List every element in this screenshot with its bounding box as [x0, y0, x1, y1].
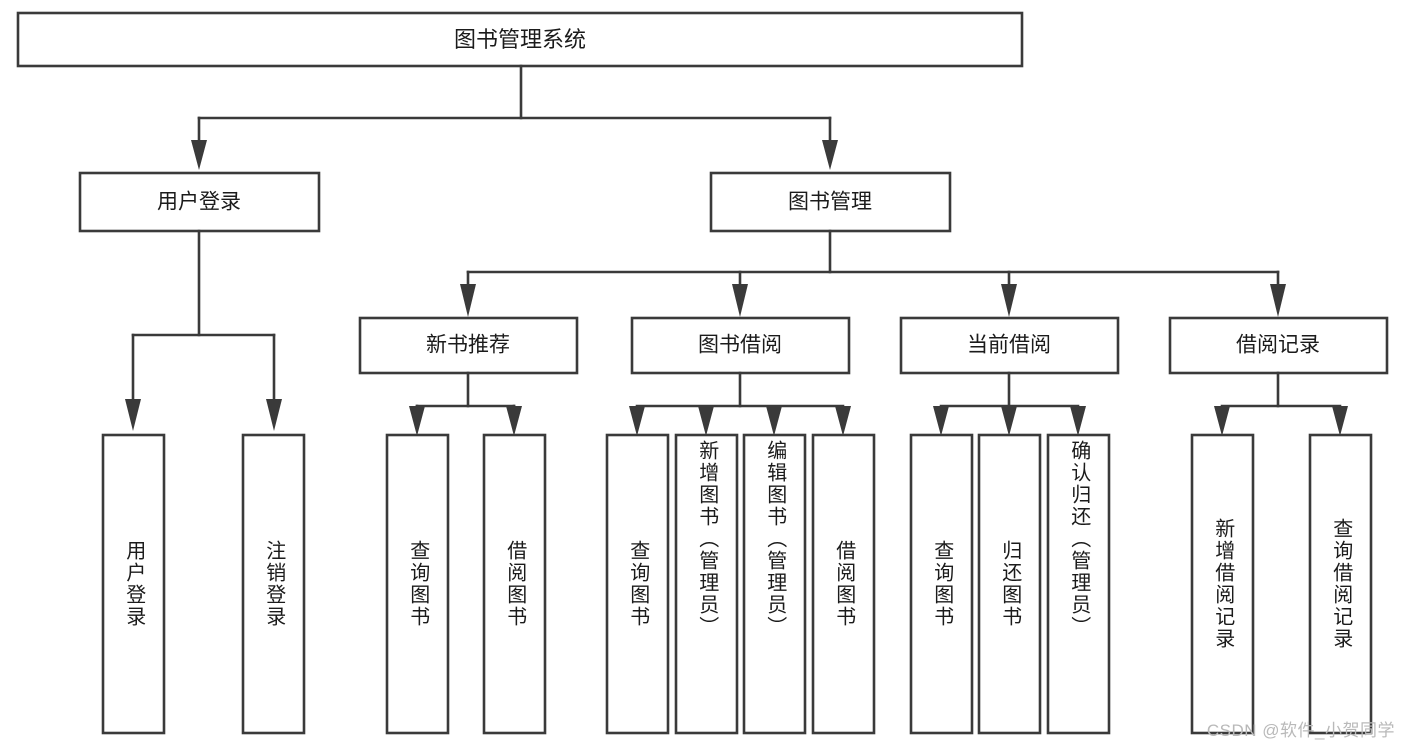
- arrow-to-book-management: [822, 140, 838, 170]
- arrow-to-borrow-record: [1270, 284, 1286, 317]
- arrow-to-leaf-logout: [266, 399, 282, 431]
- arrow-to-leaf-query-book-3: [933, 406, 949, 436]
- leaf-box-edit-book[interactable]: [742, 433, 807, 735]
- leaf-box-query-book-2[interactable]: [605, 433, 670, 735]
- node-user-login[interactable]: 用户登录: [78, 171, 321, 233]
- leaf-box-add-book[interactable]: [674, 433, 739, 735]
- arrow-to-leaf-borrow-book-1: [506, 406, 522, 436]
- node-new-book-recommend[interactable]: 新书推荐: [358, 316, 579, 375]
- node-current-borrow-label: 当前借阅: [967, 334, 1051, 357]
- arrow-to-leaf-query-book-2: [629, 406, 645, 436]
- node-root-box[interactable]: [16, 11, 1024, 68]
- node-new-book-recommend-box[interactable]: [358, 316, 579, 375]
- arrow-to-leaf-confirm-return: [1070, 406, 1086, 436]
- arrow-to-leaf-query-record: [1332, 406, 1348, 436]
- leaf-box-query-record[interactable]: [1308, 433, 1373, 735]
- arrow-to-leaf-user-login: [125, 399, 141, 431]
- arrow-to-leaf-add-book: [698, 406, 714, 436]
- leaf-box-borrow-book-2[interactable]: [811, 433, 876, 735]
- arrow-to-new-book-recommend: [460, 284, 476, 317]
- node-current-borrow[interactable]: 当前借阅: [899, 316, 1120, 375]
- node-borrow-record[interactable]: 借阅记录: [1168, 316, 1389, 375]
- arrow-to-book-borrow: [732, 284, 748, 317]
- leaf-box-query-book-1[interactable]: [385, 433, 450, 735]
- node-book-management[interactable]: 图书管理: [709, 171, 952, 233]
- arrow-to-leaf-edit-book: [766, 406, 782, 436]
- node-root-label: 图书管理系统: [454, 27, 586, 52]
- leaf-box-borrow-book-1[interactable]: [482, 433, 547, 735]
- arrow-to-leaf-return-book: [1001, 406, 1017, 436]
- node-root-book-management-system[interactable]: 图书管理系统: [16, 11, 1024, 68]
- node-book-borrow-box[interactable]: [630, 316, 851, 375]
- arrow-to-leaf-query-book-1: [409, 406, 425, 436]
- leaf-box-confirm-return[interactable]: [1046, 433, 1111, 735]
- node-book-management-label: 图书管理: [788, 191, 872, 214]
- node-borrow-record-label: 借阅记录: [1236, 334, 1320, 357]
- node-book-management-box[interactable]: [709, 171, 952, 233]
- node-book-borrow-label: 图书借阅: [698, 334, 782, 357]
- node-borrow-record-box[interactable]: [1168, 316, 1389, 375]
- arrow-to-leaf-add-record: [1214, 406, 1230, 436]
- node-new-book-recommend-label: 新书推荐: [426, 334, 510, 357]
- node-current-borrow-box[interactable]: [899, 316, 1120, 375]
- leaf-box-logout[interactable]: [241, 433, 306, 735]
- leaf-box-query-book-3[interactable]: [909, 433, 974, 735]
- node-user-login-label: 用户登录: [157, 191, 241, 214]
- leaf-box-return-book[interactable]: [977, 433, 1042, 735]
- watermark-text: CSDN @软件_小贺同学: [1206, 721, 1395, 740]
- arrow-to-current-borrow: [1001, 284, 1017, 317]
- leaf-box-user-login[interactable]: [101, 433, 166, 735]
- node-book-borrow[interactable]: 图书借阅: [630, 316, 851, 375]
- leaf-box-add-record[interactable]: [1190, 433, 1255, 735]
- arrow-to-user-login: [191, 140, 207, 170]
- arrow-to-leaf-borrow-book-2: [835, 406, 851, 436]
